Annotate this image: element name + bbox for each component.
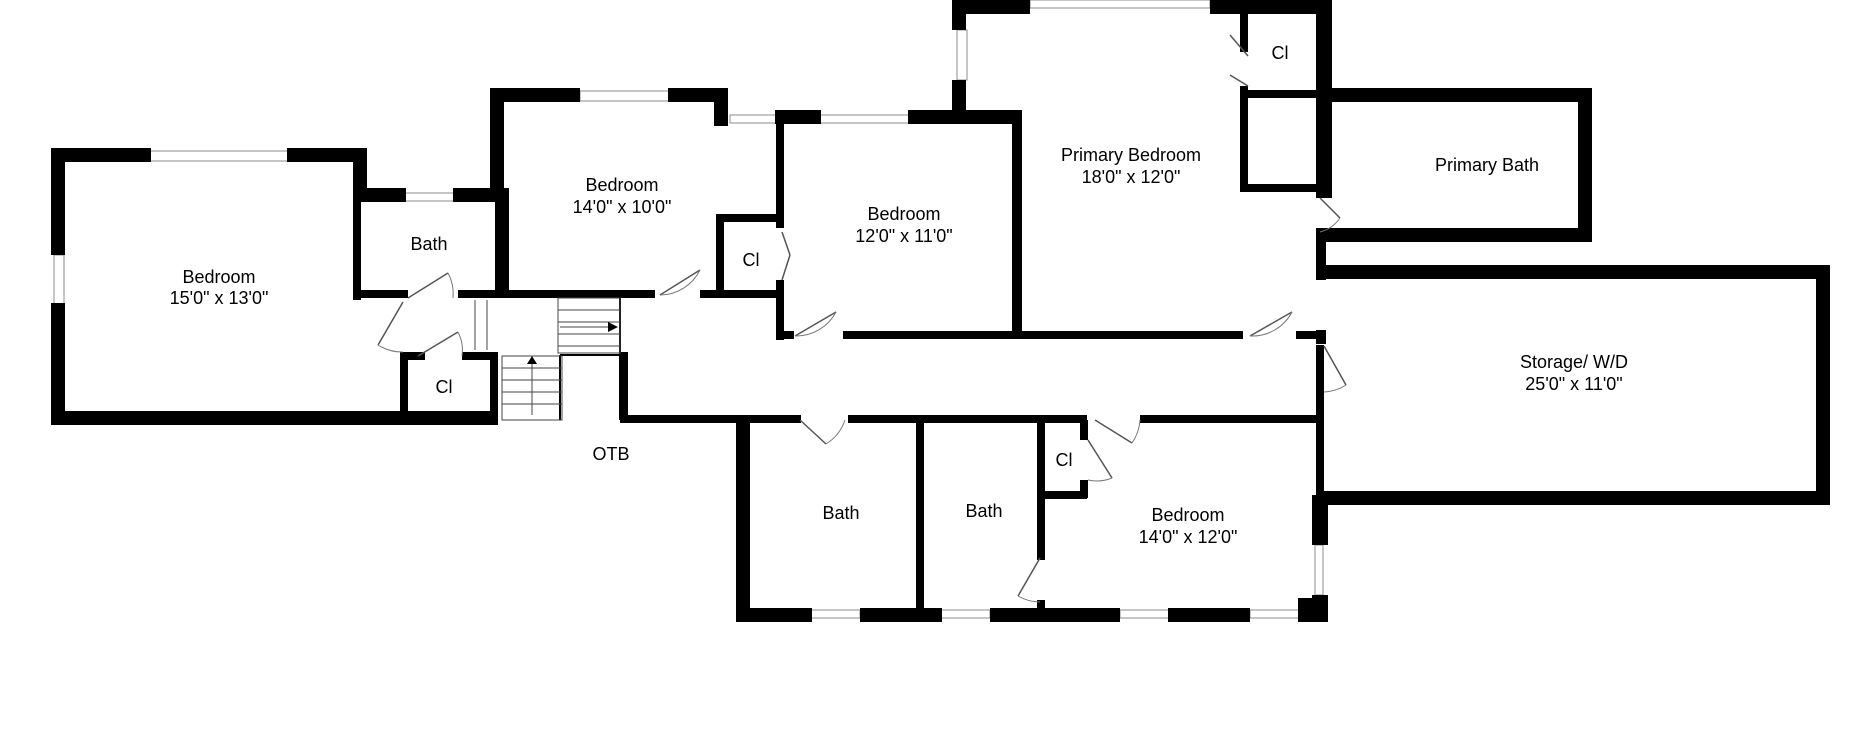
door [781, 231, 791, 281]
window [809, 609, 861, 619]
room-name: Primary Bedroom [1061, 145, 1201, 165]
door [1229, 34, 1249, 87]
door [407, 272, 454, 299]
room-name: Cl [1056, 450, 1073, 470]
door [659, 269, 701, 296]
room-name: Bath [410, 234, 447, 254]
window [1029, 0, 1211, 9]
room-name: Bedroom [182, 267, 255, 287]
staircase [474, 297, 621, 421]
door [794, 311, 837, 337]
door [1319, 197, 1341, 233]
room-labels: Bedroom 15'0" x 13'0" Bath Cl Bedroom 14… [170, 43, 1628, 547]
room-name: Bath [965, 501, 1002, 521]
walls [51, 0, 1830, 622]
window [149, 150, 291, 162]
room-dimensions: 12'0" x 11'0" [855, 226, 952, 246]
window [729, 114, 781, 124]
room-dimensions: 15'0" x 13'0" [170, 288, 269, 308]
room-name: Cl [436, 377, 453, 397]
door [377, 301, 404, 353]
window [404, 192, 456, 202]
room-name: OTB [592, 444, 629, 464]
room-name: Storage/ W/D [1520, 352, 1628, 372]
room-name: Primary Bath [1435, 155, 1539, 175]
room-dimensions: 18'0" x 12'0" [1082, 167, 1181, 187]
door [417, 331, 463, 357]
window [939, 609, 991, 619]
room-dimensions: 14'0" x 12'0" [1139, 527, 1238, 547]
window [579, 90, 671, 102]
door [1094, 419, 1141, 444]
room-name: Cl [1272, 43, 1289, 63]
window [1249, 609, 1301, 619]
window [53, 254, 65, 306]
room-name: Bedroom [585, 175, 658, 195]
room-name: Bedroom [867, 204, 940, 224]
room-dimensions: 14'0" x 10'0" [573, 197, 672, 217]
door [1323, 345, 1347, 393]
door [1087, 439, 1113, 482]
doors [377, 34, 1347, 603]
room-name: Bath [822, 503, 859, 523]
window [956, 29, 968, 81]
door [1017, 557, 1041, 603]
window [819, 114, 911, 124]
thin-walls [559, 298, 740, 420]
room-name: Bedroom [1151, 505, 1224, 525]
door [799, 419, 846, 445]
room-name: Cl [743, 250, 760, 270]
room-dimensions: 25'0" x 11'0" [1525, 374, 1622, 394]
window [1314, 544, 1324, 596]
window [1119, 609, 1171, 619]
door [1249, 311, 1293, 337]
